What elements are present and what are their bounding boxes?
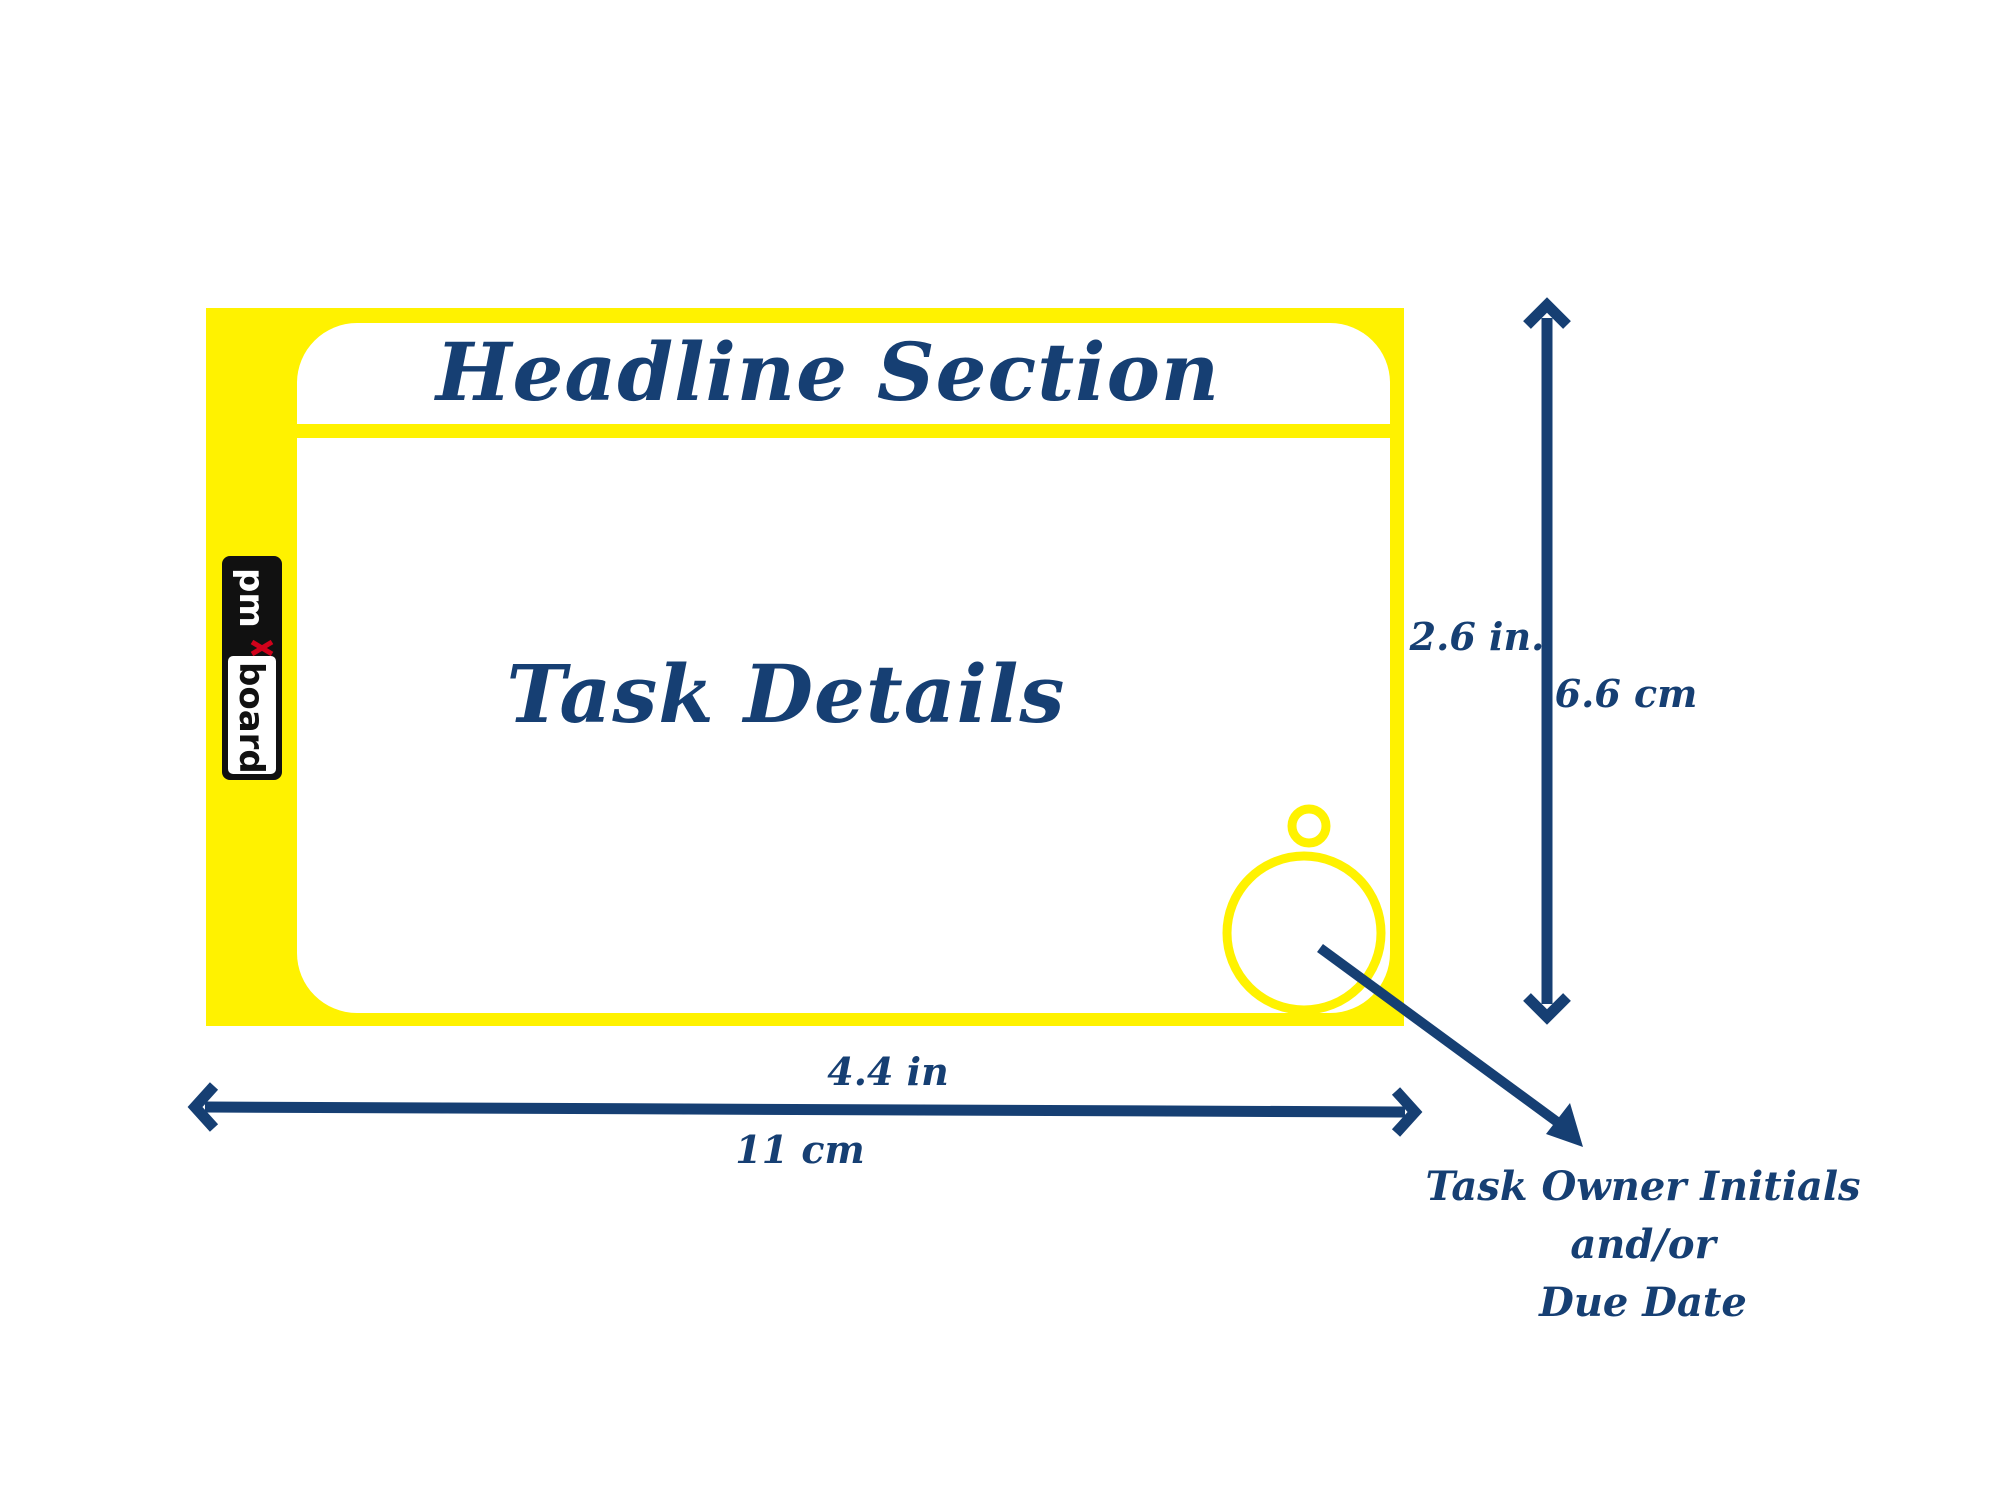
pmboard-logo: pm board [222, 556, 282, 780]
callout-line-3: Due Date [1538, 1279, 1747, 1326]
kanban-card: Headline Section Task Details pm board [206, 308, 1404, 1026]
logo-board-panel [228, 656, 276, 774]
height-inches-label: 2.6 in. [1409, 614, 1545, 659]
headline-divider [297, 424, 1390, 438]
tag-ring [1222, 851, 1386, 1015]
tag-loop [1287, 804, 1331, 848]
logo-text-pm: pm [231, 568, 271, 628]
double-arrow-horizontal-icon [187, 1082, 1423, 1137]
pointer-arrow-icon [1317, 943, 1583, 1147]
width-inches-label: 4.4 in [827, 1049, 948, 1094]
callout-line-2: and/or [1570, 1221, 1718, 1268]
logo-x-mark [250, 639, 274, 657]
headline-label: Headline Section [434, 325, 1220, 419]
logo-text-board: board [231, 662, 271, 774]
card-white-area [297, 323, 1390, 1013]
width-cm-label: 11 cm [735, 1127, 864, 1172]
height-cm-label: 6.6 cm [1555, 671, 1698, 716]
task-details-label: Task Details [507, 647, 1066, 741]
horizontal-dimension: 4.4 in 11 cm [187, 1049, 1423, 1172]
callout: Task Owner Initials and/or Due Date [1317, 943, 1861, 1326]
callout-line-1: Task Owner Initials [1425, 1163, 1860, 1210]
double-arrow-vertical-icon [1523, 297, 1571, 1025]
vertical-dimension: 2.6 in. 6.6 cm [1409, 297, 1698, 1025]
